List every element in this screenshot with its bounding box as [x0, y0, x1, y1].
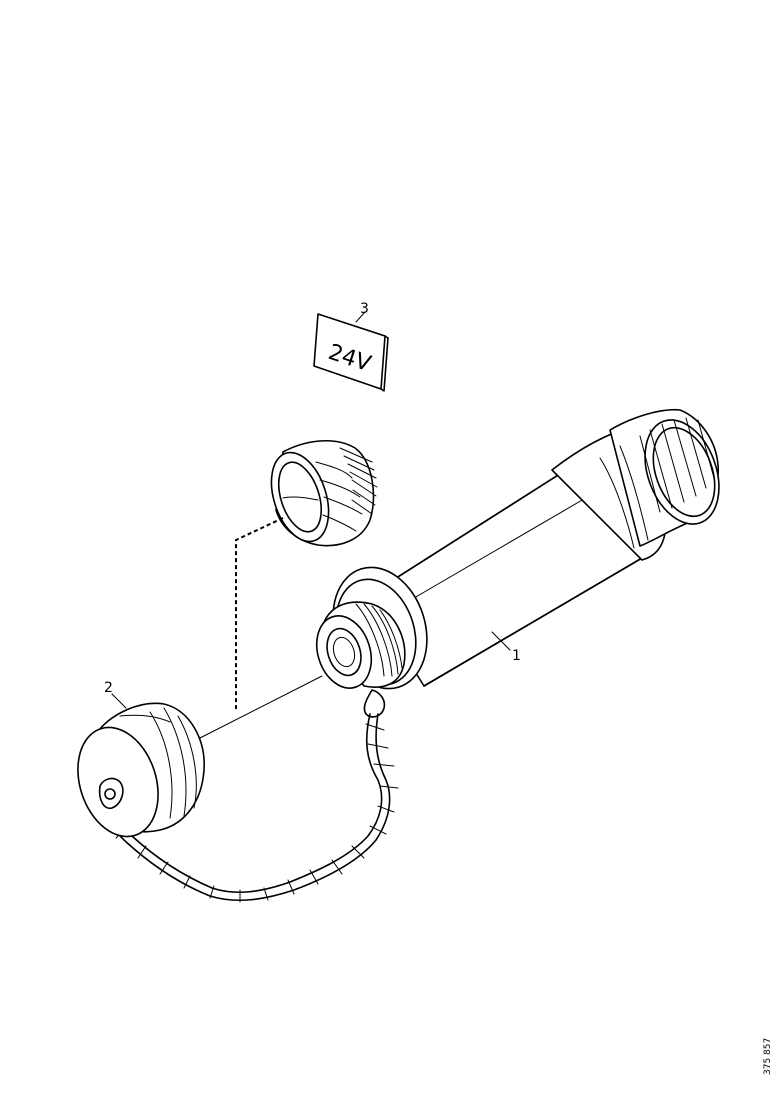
assembly-guide-dashed — [235, 517, 284, 712]
callout-2-label: 2 — [104, 680, 113, 696]
socket-body — [315, 408, 720, 690]
callout-2: 2 — [104, 680, 127, 709]
callout-1-label: 1 — [512, 648, 521, 664]
callout-3-label: 3 — [360, 301, 369, 317]
callout-3: 3 — [355, 301, 369, 323]
reference-code: 375 857 — [763, 1038, 773, 1075]
voltage-decal: 24V — [313, 313, 389, 392]
assembly-axis-line — [195, 675, 323, 741]
callout-1: 1 — [491, 631, 521, 664]
protective-cap — [77, 702, 205, 838]
retaining-chain — [97, 689, 399, 903]
adapter-sleeve — [270, 439, 378, 547]
